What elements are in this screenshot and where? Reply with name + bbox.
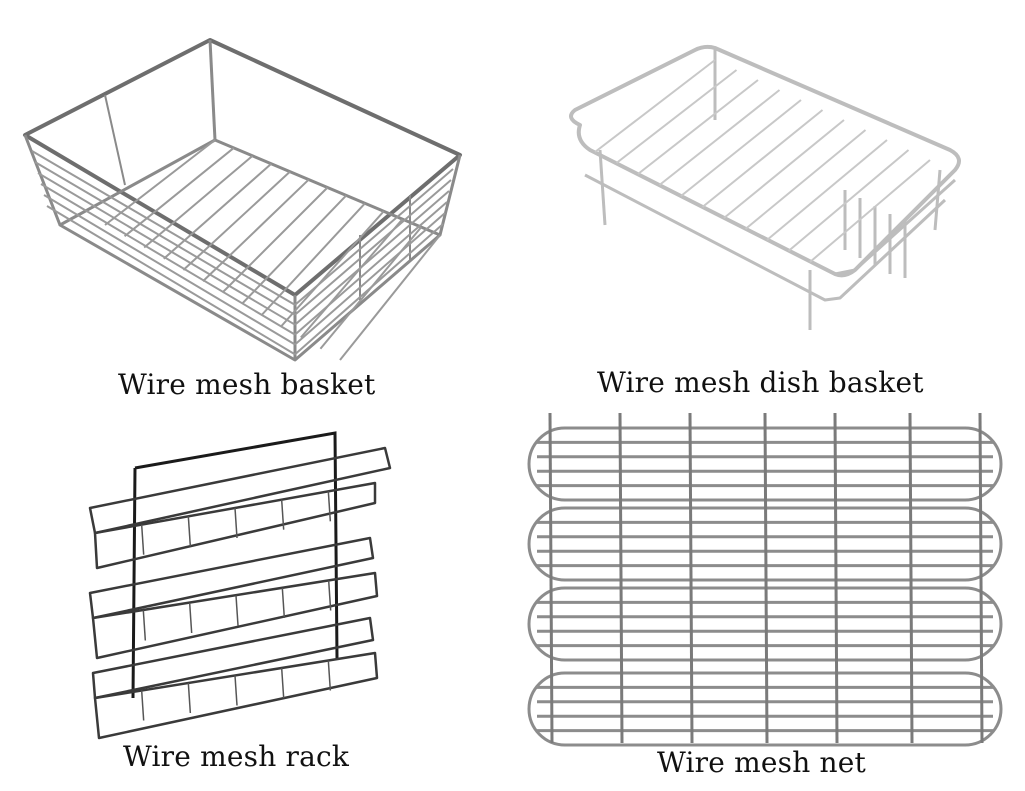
rack-shelf-wire	[187, 682, 192, 714]
basket-floor-wire	[182, 170, 291, 271]
basket-side-wire	[294, 190, 450, 326]
basket-floor-wire	[163, 163, 272, 260]
dish-floor-wire	[594, 59, 716, 153]
net-vertical-wire	[763, 412, 769, 744]
basket-side-wire	[294, 201, 448, 336]
rack-shelf-wire	[188, 602, 193, 634]
rack-shelf-wire	[327, 660, 332, 691]
rack-shelf-wire	[327, 491, 332, 522]
rack-shelf-wire	[281, 587, 286, 619]
net-loop-band	[527, 586, 1003, 662]
rack-shelf-wire	[140, 524, 145, 555]
basket-side-wire	[46, 205, 296, 356]
net-vertical-wire	[978, 412, 984, 744]
wire-mesh-basket-caption: Wire mesh basket	[118, 368, 376, 401]
net-vertical-wire	[618, 412, 624, 744]
dish-floor-wire	[809, 159, 931, 263]
dish-floor-wire	[744, 129, 867, 230]
basket-floor-wire	[123, 147, 235, 238]
basket-side-wire	[294, 212, 446, 346]
wire-mesh-basket-drawing	[23, 38, 462, 362]
wire-mesh-dish-basket-drawing	[569, 44, 961, 330]
rack-shelf-wire	[187, 516, 192, 547]
rack-shelf-wire	[280, 499, 285, 530]
wire-mesh-net-image	[525, 408, 1005, 748]
dish-floor-wire	[766, 139, 888, 241]
dish-floor-wire	[701, 109, 824, 208]
rack-shelf-wire	[142, 610, 147, 641]
wire-mesh-rack-drawing	[88, 431, 392, 740]
basket-side-wire	[37, 172, 296, 326]
wire-mesh-basket-image	[15, 30, 475, 370]
rack-shelf-wire	[280, 667, 285, 699]
rack-shelf-wire	[140, 690, 145, 721]
basket-floor-wire	[221, 186, 329, 294]
basket-side-wire	[43, 194, 296, 346]
basket-side-wire	[294, 179, 452, 316]
wire-mesh-net-caption: Wire mesh net	[657, 746, 866, 779]
dish-floor-wire	[637, 79, 759, 175]
net-vertical-wire	[908, 412, 914, 744]
basket-floor-wire	[241, 194, 347, 305]
rack-shelf-wire	[234, 507, 238, 539]
rack-shelf-wire	[235, 595, 239, 626]
basket-side-wire	[31, 150, 296, 306]
dish-floor-wire	[787, 149, 910, 252]
basket-floor-wire	[280, 210, 385, 327]
basket-side-wire	[40, 183, 296, 336]
basket-floor-wire	[339, 234, 441, 361]
basket-side-wire	[294, 223, 444, 356]
basket-floor-wire	[143, 155, 254, 249]
wire-mesh-dish-basket-caption: Wire mesh dish basket	[597, 366, 924, 399]
rack-shelf-wire	[234, 675, 238, 706]
net-loop-band	[527, 671, 1003, 747]
rack-shelf-wire	[327, 580, 332, 611]
dish-floor-wire	[723, 119, 845, 219]
basket-floor-wire	[300, 218, 404, 339]
basket-side-wire	[294, 168, 454, 306]
basket-floor-wire	[202, 178, 310, 282]
basket-side-wire	[34, 161, 296, 316]
dish-floor-wire	[615, 69, 738, 164]
net-vertical-wire	[548, 412, 554, 744]
basket-floor-wire	[104, 139, 216, 226]
dish-floor-wire	[658, 89, 781, 186]
wire-mesh-net-drawing	[527, 412, 1003, 747]
net-vertical-wire	[833, 412, 839, 744]
wire-mesh-dish-basket-image	[555, 40, 975, 340]
wire-mesh-rack-image	[85, 428, 415, 748]
net-vertical-wire	[688, 412, 694, 744]
dish-floor-wire	[680, 99, 802, 197]
net-loop-band	[527, 506, 1003, 582]
wire-mesh-rack-caption: Wire mesh rack	[123, 740, 350, 773]
net-loop-band	[527, 426, 1003, 502]
